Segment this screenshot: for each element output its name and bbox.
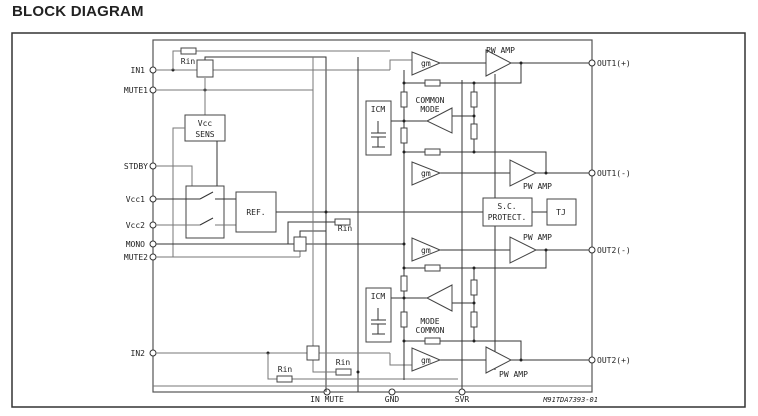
outer-frame [11,32,746,408]
svg-text:SVR: SVR [455,395,470,404]
pin-mute2: MUTE2 [124,253,157,262]
junction-dots [324,61,548,374]
svg-text:OUT1(+): OUT1(+) [597,59,631,68]
svg-text:gm: gm [421,169,431,178]
figure-code: M91TDA7393-01 [542,396,598,404]
pin-vcc1: Vcc1 [126,195,157,204]
svg-text:IN1: IN1 [131,66,146,75]
rin-resistor-in1: Rin [180,47,197,66]
svg-text:GND: GND [385,395,400,404]
ref-block [235,191,277,233]
svg-text:OUT1(-): OUT1(-) [597,169,631,178]
pw-amp-1: PW AMP [485,46,515,77]
svg-text:PW AMP: PW AMP [523,182,552,191]
svg-text:Rin: Rin [338,224,353,233]
svg-text:STDBY: STDBY [124,162,148,171]
common-mode-amp-1: COMMON MODE [416,96,453,134]
wiring-left: Vcc SENS REF. [153,50,592,392]
pin-svr: SVR [455,388,470,404]
sc-protect-block: S.C. PROTECT. [482,197,533,227]
pw-amp-4: PW AMP [485,346,528,379]
svg-text:Rin: Rin [278,365,293,374]
vcc-sens-label-1: Vcc [198,119,213,128]
svg-text:PW AMP: PW AMP [486,46,515,55]
rin-resistor-in2-a: Rin [335,358,352,376]
svg-text:gm: gm [421,246,431,255]
page-title: BLOCK DIAGRAM [12,3,144,20]
svg-text:S.C.: S.C. [497,202,516,211]
svg-text:MUTE2: MUTE2 [124,253,148,262]
svg-text:Rin: Rin [336,358,351,367]
svg-text:MONO: MONO [126,240,145,249]
rin-resistor-mono: Rin [334,218,353,233]
svg-text:Vcc2: Vcc2 [126,221,145,230]
svg-text:OUT2(+): OUT2(+) [597,356,631,365]
svg-text:Vcc1: Vcc1 [126,195,145,204]
pin-out1-plus: OUT1(+) [588,59,631,68]
svg-text:MODE: MODE [420,317,439,326]
pw-amp-3: PW AMP [509,233,552,264]
svg-text:REF.: REF. [246,208,265,217]
svg-text:PW AMP: PW AMP [499,370,528,379]
pin-in1: IN1 [131,66,157,75]
common-mode-amp-2: MODE COMMON [416,284,453,335]
svg-text:gm: gm [421,356,431,365]
mute-attenuator-2 [306,345,320,361]
vcc-sens-label-2: SENS [195,130,214,139]
icm-block-2: ICM [365,287,392,343]
svg-text:PW AMP: PW AMP [523,233,552,242]
svg-text:Rin: Rin [181,57,196,66]
rin-resistor-in2-b: Rin [276,365,293,383]
gm-amplifier-3: gm [411,237,442,262]
pin-out1-minus: OUT1(-) [588,169,631,178]
icm-block-1: ICM [365,100,392,156]
svg-text:PROTECT.: PROTECT. [488,213,527,222]
svg-text:COMMON: COMMON [416,326,445,335]
pin-stdby: STDBY [124,162,157,171]
svg-text:IN2: IN2 [131,349,146,358]
feedback-resistors [400,79,478,345]
svg-text:ICM: ICM [371,105,386,114]
svg-text:TJ: TJ [556,208,566,217]
svg-text:gm: gm [421,59,431,68]
pin-vcc2: Vcc2 [126,221,157,230]
pw-amp-2: PW AMP [509,159,552,191]
pin-in-mute: IN MUTE [310,388,344,404]
svg-text:COMMON: COMMON [416,96,445,105]
svg-text:ICM: ICM [371,292,386,301]
svg-text:OUT2(-): OUT2(-) [597,246,631,255]
pin-out2-minus: OUT2(-) [588,246,631,255]
gm-amplifier-4: gm [411,347,442,372]
pin-out2-plus: OUT2(+) [588,356,631,365]
gm-amplifier-1: gm [411,51,442,76]
power-switch-block [185,185,225,239]
mute-attenuator-mono [293,236,307,252]
svg-text:MUTE1: MUTE1 [124,86,148,95]
pin-in2: IN2 [131,349,157,358]
vcc-sens-block [184,114,226,142]
pin-gnd: GND [385,388,400,404]
svg-text:MODE: MODE [420,105,439,114]
pin-mute1: MUTE1 [124,86,157,95]
chip-boundary [152,39,593,393]
mute-attenuator-1 [196,59,214,78]
pin-mono: MONO [126,240,157,249]
gm-amplifier-2: gm [411,161,442,186]
tj-block: TJ [546,198,577,226]
svg-text:IN MUTE: IN MUTE [310,395,344,404]
